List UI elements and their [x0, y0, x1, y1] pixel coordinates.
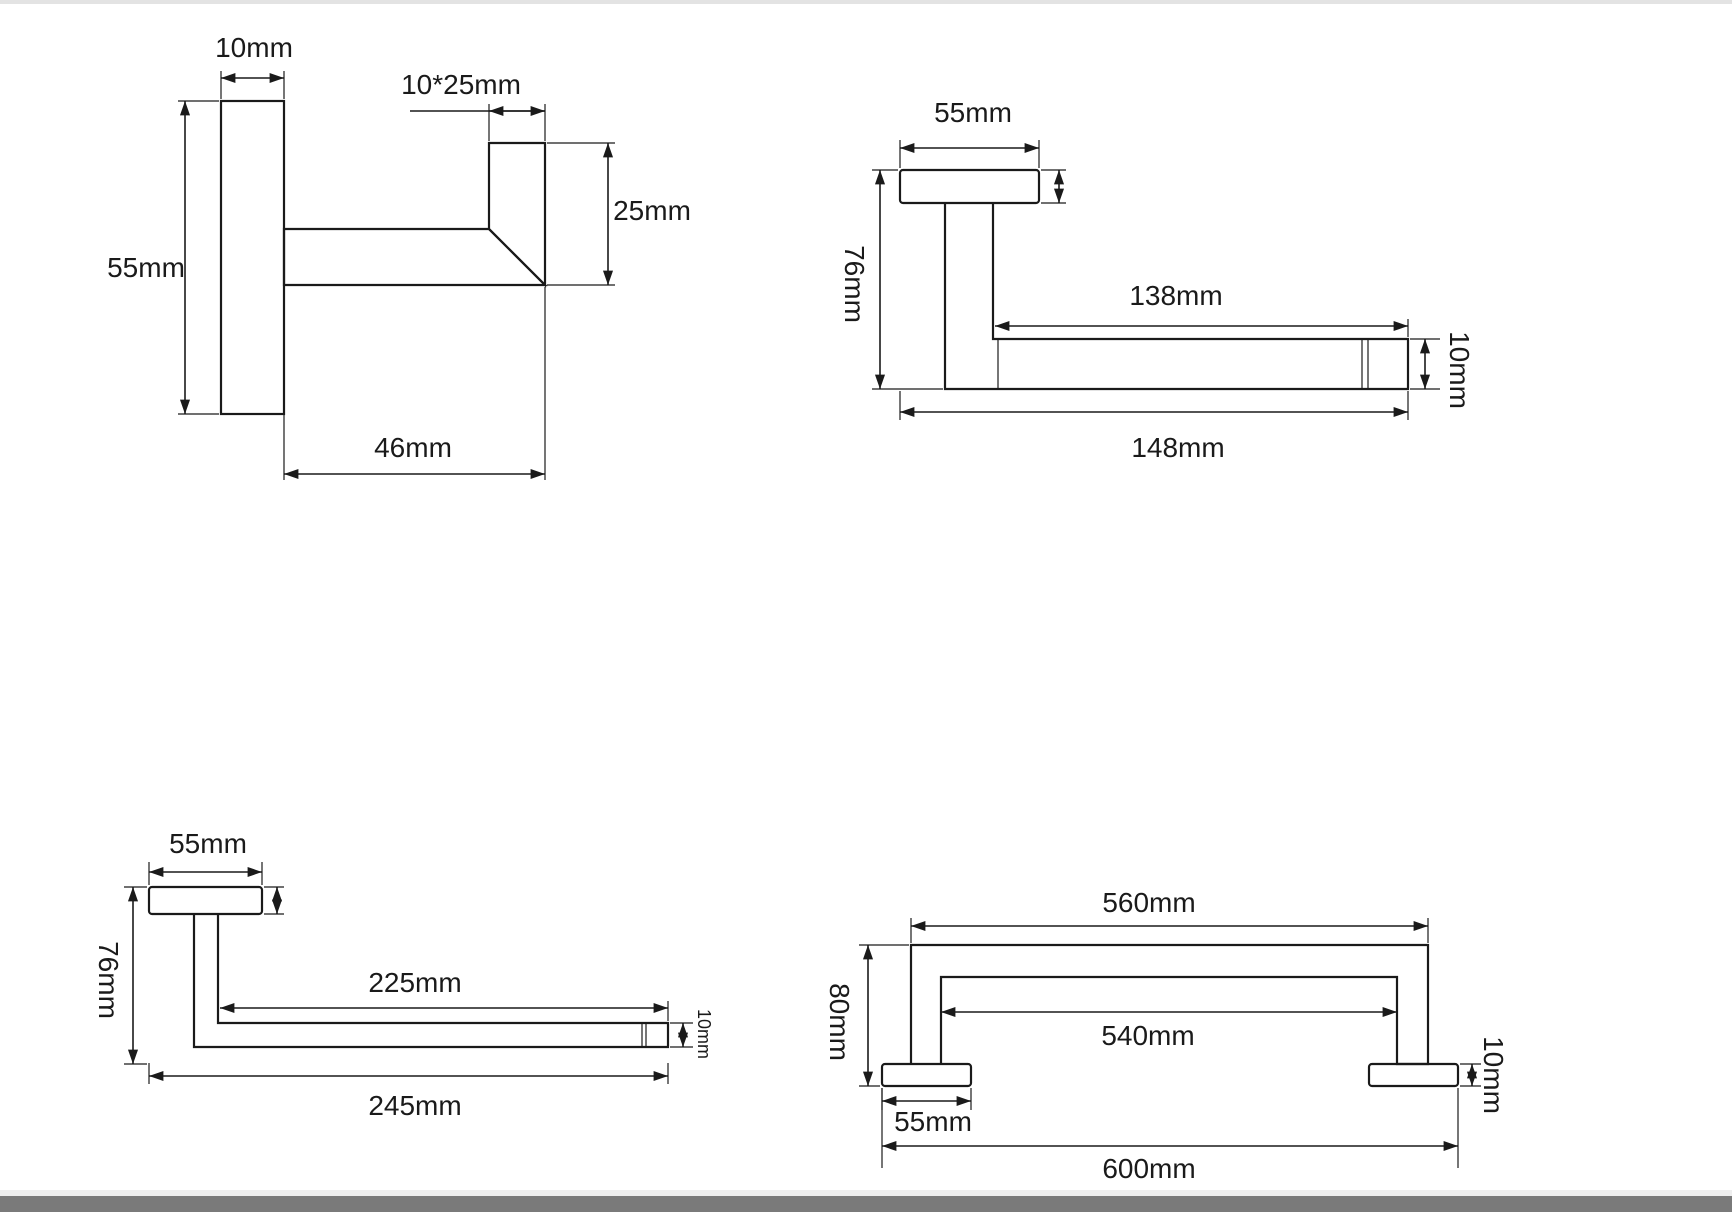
hook-height-label: 55mm [107, 252, 185, 283]
towel-holder-height-label: 76mm [93, 941, 124, 1019]
hook-wall-plate [219, 99, 286, 416]
towel-bar-thickness-label: 10mm [1478, 1036, 1509, 1114]
towel-bar-drawing: 560mm 540mm 80mm 55mm 10mm 600mm [824, 887, 1509, 1184]
paper-holder-arm [943, 203, 1410, 391]
paper-holder-thickness-label: 10mm [1444, 331, 1475, 409]
towel-holder-base-label: 55mm [169, 828, 247, 859]
towel-holder-drawing: 55mm 76mm 225mm 10mm 245mm [93, 828, 714, 1121]
paper-holder-total-label: 148mm [1131, 432, 1224, 463]
hook-width-label: 10mm [215, 32, 293, 63]
towel-bar-outer-label: 560mm [1102, 887, 1195, 918]
paper-holder-arm-label: 138mm [1129, 280, 1222, 311]
paper-holder-height-label: 76mm [839, 245, 870, 323]
top-border [0, 0, 1732, 4]
hook-slot-label: 10*25mm [401, 69, 521, 100]
towel-holder-base [147, 885, 264, 916]
hook-drawing: 10mm 10*25mm 55mm 25mm 46mm [107, 32, 691, 480]
bottom-scroll-strip [0, 1196, 1732, 1212]
hook-depth-label: 25mm [613, 195, 691, 226]
paper-holder-base-label: 55mm [934, 97, 1012, 128]
towel-bar-inner-label: 540mm [1101, 1020, 1194, 1051]
towel-bar-base-label: 55mm [894, 1106, 972, 1137]
paper-holder-drawing: 55mm 76mm 138mm 10mm 148mm [839, 97, 1475, 463]
towel-holder-arm-label: 225mm [368, 967, 461, 998]
paper-holder-base [898, 168, 1041, 205]
hook-tip [487, 141, 547, 288]
towel-bar-total-label: 600mm [1102, 1153, 1195, 1184]
towel-bar-left-base [880, 1062, 973, 1088]
hook-arm [282, 227, 548, 287]
towel-holder-total-label: 245mm [368, 1090, 461, 1121]
hook-length-label: 46mm [374, 432, 452, 463]
towel-holder-thickness-label: 10mm [694, 1009, 714, 1059]
towel-bar-right-base [1367, 1062, 1460, 1088]
towel-bar-height-label: 80mm [824, 983, 855, 1061]
bottom-border-light [0, 1190, 1732, 1196]
